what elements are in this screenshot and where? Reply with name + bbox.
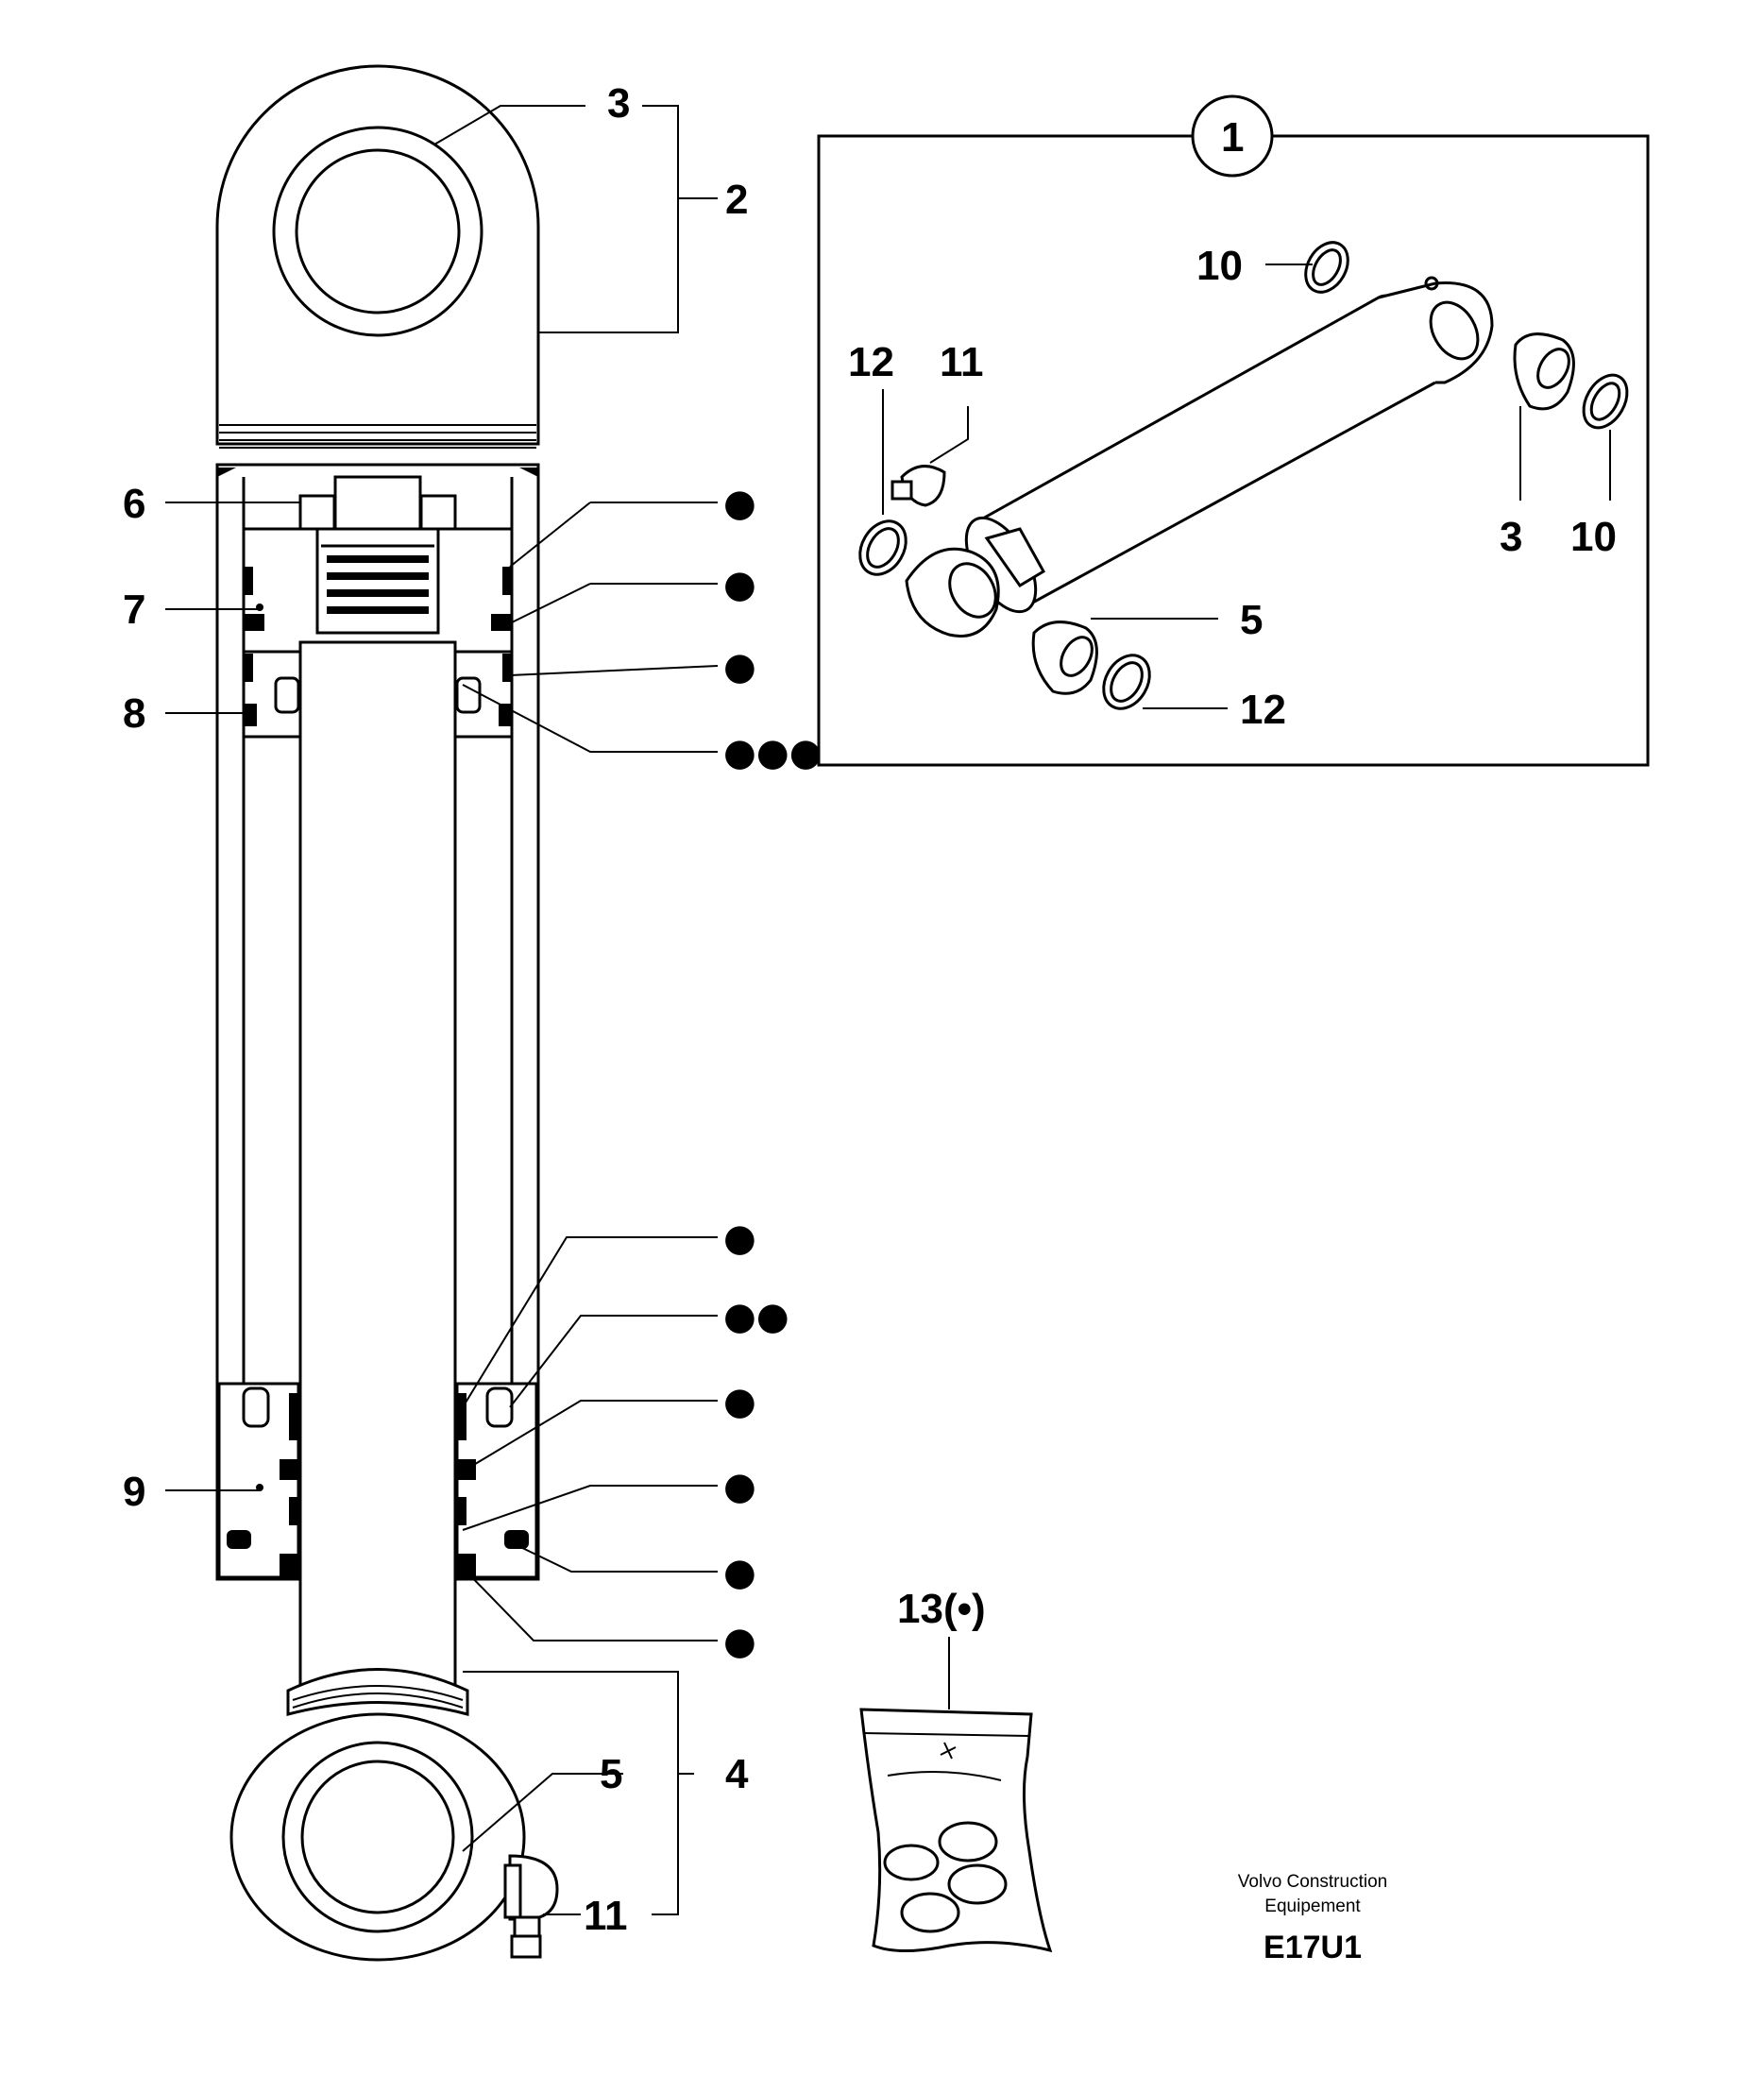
label-item5-bottom: 5 bbox=[600, 1751, 622, 1797]
label-item9: 9 bbox=[123, 1469, 145, 1515]
brand-line2: Equipement bbox=[1264, 1896, 1361, 1916]
cylinder-head-eye bbox=[215, 64, 540, 477]
seal-marker-1: ● bbox=[723, 482, 756, 525]
gland-assembly bbox=[217, 1382, 538, 1579]
brand-line1: Volvo Construction bbox=[1238, 1872, 1387, 1892]
piston-rod bbox=[298, 640, 457, 1692]
seal-marker-8: ● bbox=[723, 1465, 756, 1508]
seal-marker-6: ●● bbox=[723, 1295, 789, 1338]
label-inset-item12-left: 12 bbox=[848, 339, 894, 385]
label-inset-item11: 11 bbox=[940, 339, 984, 385]
seal-marker-4: ●●● bbox=[723, 731, 823, 774]
seal-marker-3: ● bbox=[723, 645, 756, 689]
label-item6: 6 bbox=[123, 481, 145, 527]
main-callout-leaders bbox=[165, 105, 719, 1915]
label-kit: 1 bbox=[1221, 114, 1244, 161]
seal-marker-9: ● bbox=[723, 1551, 756, 1594]
seal-marker-10: ● bbox=[723, 1620, 756, 1663]
label-item4: 4 bbox=[725, 1751, 749, 1797]
label-inset-item10-right: 10 bbox=[1570, 514, 1617, 560]
footer-branding: Volvo Construction Equipement E17U1 bbox=[1238, 1872, 1387, 1965]
label-item3-top: 3 bbox=[607, 80, 630, 127]
label-item7: 7 bbox=[123, 587, 145, 633]
kit-inset-box: 1 10 12 11 bbox=[817, 94, 1650, 767]
label-inset-item10-top: 10 bbox=[1196, 243, 1243, 289]
rod-end-eye bbox=[229, 1668, 526, 1962]
label-item2: 2 bbox=[725, 177, 748, 223]
label-inset-item5: 5 bbox=[1240, 597, 1263, 643]
seal-marker-7: ● bbox=[723, 1380, 756, 1423]
seal-kit-bag: 13(•) bbox=[859, 1586, 1053, 1953]
seal-marker-5: ● bbox=[723, 1216, 756, 1260]
figure-code: E17U1 bbox=[1264, 1930, 1362, 1965]
label-inset-item12-bottom: 12 bbox=[1240, 687, 1286, 733]
label-inset-item3: 3 bbox=[1500, 514, 1522, 560]
label-item11-bottom: 11 bbox=[584, 1893, 628, 1939]
label-item8: 8 bbox=[123, 690, 145, 737]
seal-marker-2: ● bbox=[723, 563, 756, 606]
grease-nipple-main bbox=[503, 1854, 559, 1959]
label-item13: 13(•) bbox=[897, 1586, 986, 1632]
